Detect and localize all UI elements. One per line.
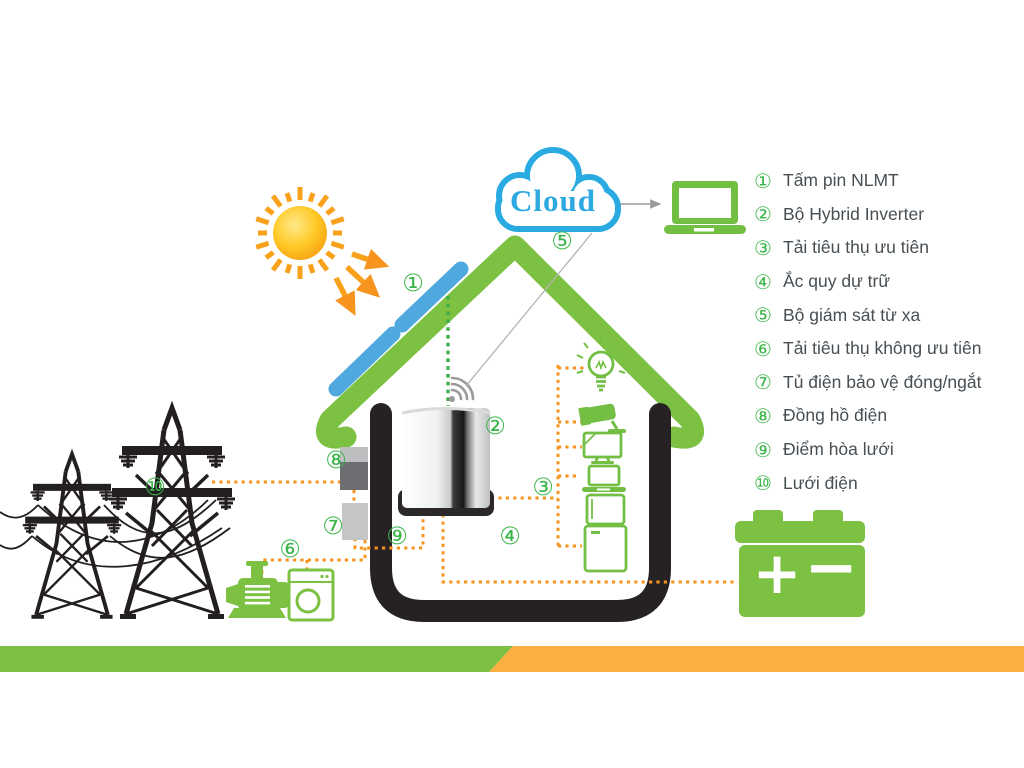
sun-rays-arrows [333,248,390,316]
legend-num-7: ⑦ [754,370,772,395]
house-roof [316,235,704,449]
legend-item-5: ⑤ Bộ giám sát từ xa [752,298,1024,332]
legend-num-1: ① [754,168,772,193]
notebook-icon [582,464,626,492]
legend-num-9: ⑨ [754,437,772,462]
legend-item-10: ⑩ Lưới điện [752,466,1024,500]
legend-label-8: Đồng hồ điện [783,405,888,426]
light-bulb-icon [576,338,626,392]
legend-label-10: Lưới điện [783,472,858,493]
priority-loads [576,338,628,573]
marker-5-monitoring: ⑤ [551,227,573,255]
laptop-icon [664,181,746,234]
bottom-stripe-green [0,646,513,672]
marker-7-breaker: ⑦ [322,512,344,540]
battery-plus-symbol: + [753,539,802,607]
legend-label-5: Bộ giám sát từ xa [783,304,921,325]
monitor-icon [582,431,623,464]
breaker-box-icon [342,503,368,540]
house-walls [370,403,671,622]
legend-item-1: ① Tấm pin NLMT [752,164,1024,198]
legend-label-2: Bộ Hybrid Inverter [783,203,925,224]
legend-num-10: ⑩ [754,471,772,496]
bottom-stripe-orange [489,646,1024,672]
refrigerator-icon [583,493,628,573]
legend-num-2: ② [754,202,772,227]
sun-icon [255,187,390,316]
cloud-icon [495,147,621,232]
hybrid-inverter-icon [398,407,494,516]
washing-machine-icon [287,568,335,622]
legend-label-3: Tải tiêu thụ ưu tiên [783,237,929,258]
legend-item-7: ⑦ Tủ điện bảo vệ đóng/ngắt [752,366,1024,400]
legend-item-8: ⑧ Đồng hồ điện [752,399,1024,433]
legend-label-1: Tấm pin NLMT [783,170,899,191]
marker-8-meter: ⑧ [325,446,347,474]
legend-item-2: ② Bộ Hybrid Inverter [752,198,1024,232]
marker-2-inverter: ② [484,412,506,440]
legend-num-4: ④ [754,269,772,294]
marker-1-solar-panels: ① [402,269,424,297]
grid-tie-line [353,492,425,550]
priority-load-line [458,365,586,548]
marker-3-priority-loads: ③ [532,473,554,501]
marker-6-nonpriority-loads: ⑥ [279,535,301,563]
water-pump-icon [226,561,288,618]
wifi-to-cloud-line [465,232,593,387]
battery-icon: + − [735,510,865,617]
cloud-label: Cloud [510,183,596,218]
legend-num-3: ③ [754,235,772,260]
legend-label-6: Tải tiêu thụ không ưu tiên [783,338,982,359]
marker-4-battery: ④ [499,522,521,550]
legend-num-8: ⑧ [754,403,772,428]
battery-line [441,492,738,584]
legend-num-5: ⑤ [754,303,772,328]
legend: ① Tấm pin NLMT ② Bộ Hybrid Inverter ③ Tả… [752,164,1024,500]
legend-item-6: ⑥ Tải tiêu thụ không ưu tiên [752,332,1024,366]
legend-item-9: ⑨ Điểm hòa lưới [752,433,1024,467]
power-grid [0,408,235,619]
ac-connections [212,365,738,584]
solar-panel-icon [328,261,469,397]
battery-minus-symbol: − [804,531,858,605]
legend-label-9: Điểm hòa lưới [783,439,894,460]
legend-item-4: ④ Ắc quy dự trữ [752,265,1024,299]
marker-9-grid-tie: ⑨ [386,522,408,550]
electric-meter-icon [340,447,368,490]
cctv-camera-icon [578,403,626,433]
legend-label-4: Ắc quy dự trữ [783,271,891,292]
legend-item-3: ③ Tải tiêu thụ ưu tiên [752,231,1024,265]
legend-label-7: Tủ điện bảo vệ đóng/ngắt [783,371,982,392]
nonpriority-load-line [260,540,367,580]
marker-10-grid: ⑩ [144,473,166,501]
legend-num-6: ⑥ [754,336,772,361]
